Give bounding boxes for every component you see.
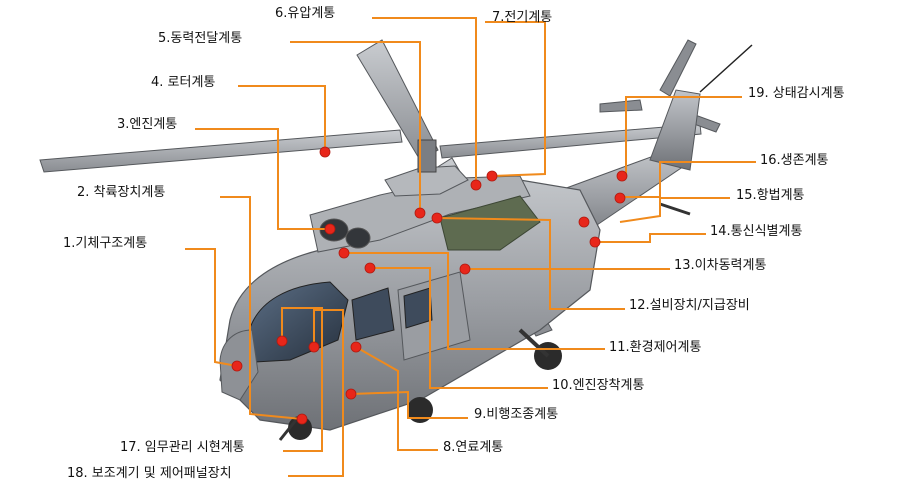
label-engine: 3.엔진계통 bbox=[117, 117, 178, 132]
leader-4 bbox=[238, 85, 326, 152]
leader-lines bbox=[185, 17, 756, 477]
label-environmental-control: 11.환경제어계통 bbox=[609, 340, 702, 355]
marker-17 bbox=[276, 335, 288, 347]
leader-15 bbox=[619, 197, 730, 223]
label-survival: 16.생존계통 bbox=[760, 153, 829, 168]
label-hydraulic: 6.유압계통 bbox=[275, 6, 336, 21]
tail-skid bbox=[659, 202, 691, 216]
leader-5 bbox=[290, 41, 421, 213]
label-communication-identification: 14.통신식별계통 bbox=[710, 224, 803, 239]
rotor-blade-right bbox=[439, 123, 702, 159]
marker-9 bbox=[345, 388, 357, 400]
leader-12 bbox=[436, 217, 625, 310]
label-navigation: 15.항법계통 bbox=[736, 188, 805, 203]
engine-intake-right bbox=[345, 227, 371, 249]
leader-1 bbox=[185, 248, 238, 367]
green-fairing bbox=[439, 195, 541, 251]
label-flight-control: 9.비행조종계통 bbox=[474, 407, 559, 422]
rotor-blade-rear bbox=[356, 39, 439, 161]
marker-4 bbox=[319, 146, 331, 158]
leader-19 bbox=[625, 96, 742, 176]
main-wheel-left bbox=[407, 397, 433, 423]
marker-8 bbox=[350, 341, 362, 353]
label-auxiliary-power: 13.이차동력계통 bbox=[674, 258, 767, 273]
tail-rotor-upper bbox=[659, 39, 697, 97]
leader-18 bbox=[288, 309, 344, 477]
marker-15 bbox=[578, 216, 590, 228]
leader-7 bbox=[485, 21, 546, 177]
marker-13 bbox=[459, 263, 471, 275]
chin-sensor bbox=[278, 419, 298, 441]
leader-9 bbox=[350, 390, 468, 419]
marker-18 bbox=[308, 341, 320, 353]
label-fuel: 8.연료계통 bbox=[443, 440, 504, 455]
leader-2 bbox=[220, 196, 303, 420]
marker-14 bbox=[589, 236, 601, 248]
gear-strut bbox=[518, 328, 550, 358]
rotor-mast bbox=[417, 139, 437, 173]
label-equipment-furnishings: 12.설비장치/지급장비 bbox=[629, 298, 750, 313]
marker-5 bbox=[414, 207, 426, 219]
tail-fin bbox=[649, 89, 701, 171]
marker-3 bbox=[324, 223, 336, 235]
marker-2 bbox=[296, 413, 308, 425]
leader-8 bbox=[355, 346, 438, 451]
marker-16 bbox=[616, 170, 628, 182]
component-markers bbox=[231, 146, 628, 425]
label-engine-mount: 10.엔진장착계통 bbox=[552, 378, 645, 393]
label-power-transmission: 5.동력전달계통 bbox=[158, 31, 243, 46]
leader-16 bbox=[620, 161, 756, 198]
marker-10 bbox=[364, 262, 376, 274]
antenna bbox=[699, 44, 753, 93]
label-rotor: 4. 로터계통 bbox=[151, 75, 216, 90]
marker-11 bbox=[338, 247, 350, 259]
tail-rotor-left bbox=[599, 99, 643, 113]
marker-15b bbox=[614, 192, 626, 204]
marker-6 bbox=[470, 179, 482, 191]
marker-7 bbox=[486, 170, 498, 182]
cabin-window bbox=[403, 287, 433, 329]
label-airframe-structure: 1.기체구조계통 bbox=[63, 236, 148, 251]
leader-17 bbox=[281, 307, 323, 452]
label-auxiliary-instruments-panel: 18. 보조계기 및 제어패널장치 bbox=[67, 466, 232, 481]
leader-3 bbox=[195, 128, 330, 230]
marker-12 bbox=[431, 212, 443, 224]
label-electrical: 7.전기계통 bbox=[492, 10, 553, 25]
leader-10 bbox=[370, 267, 548, 389]
label-landing-gear: 2. 착륙장치계통 bbox=[77, 185, 166, 200]
marker-1 bbox=[231, 360, 243, 372]
rotor-blade-left bbox=[39, 129, 403, 173]
side-window bbox=[351, 287, 395, 341]
leader-11 bbox=[344, 252, 605, 350]
leader-6 bbox=[372, 17, 477, 185]
leader-14 bbox=[595, 233, 706, 243]
label-mission-management-display: 17. 임무관리 시현계통 bbox=[120, 440, 245, 455]
label-health-monitoring: 19. 상태감시계통 bbox=[748, 86, 845, 101]
